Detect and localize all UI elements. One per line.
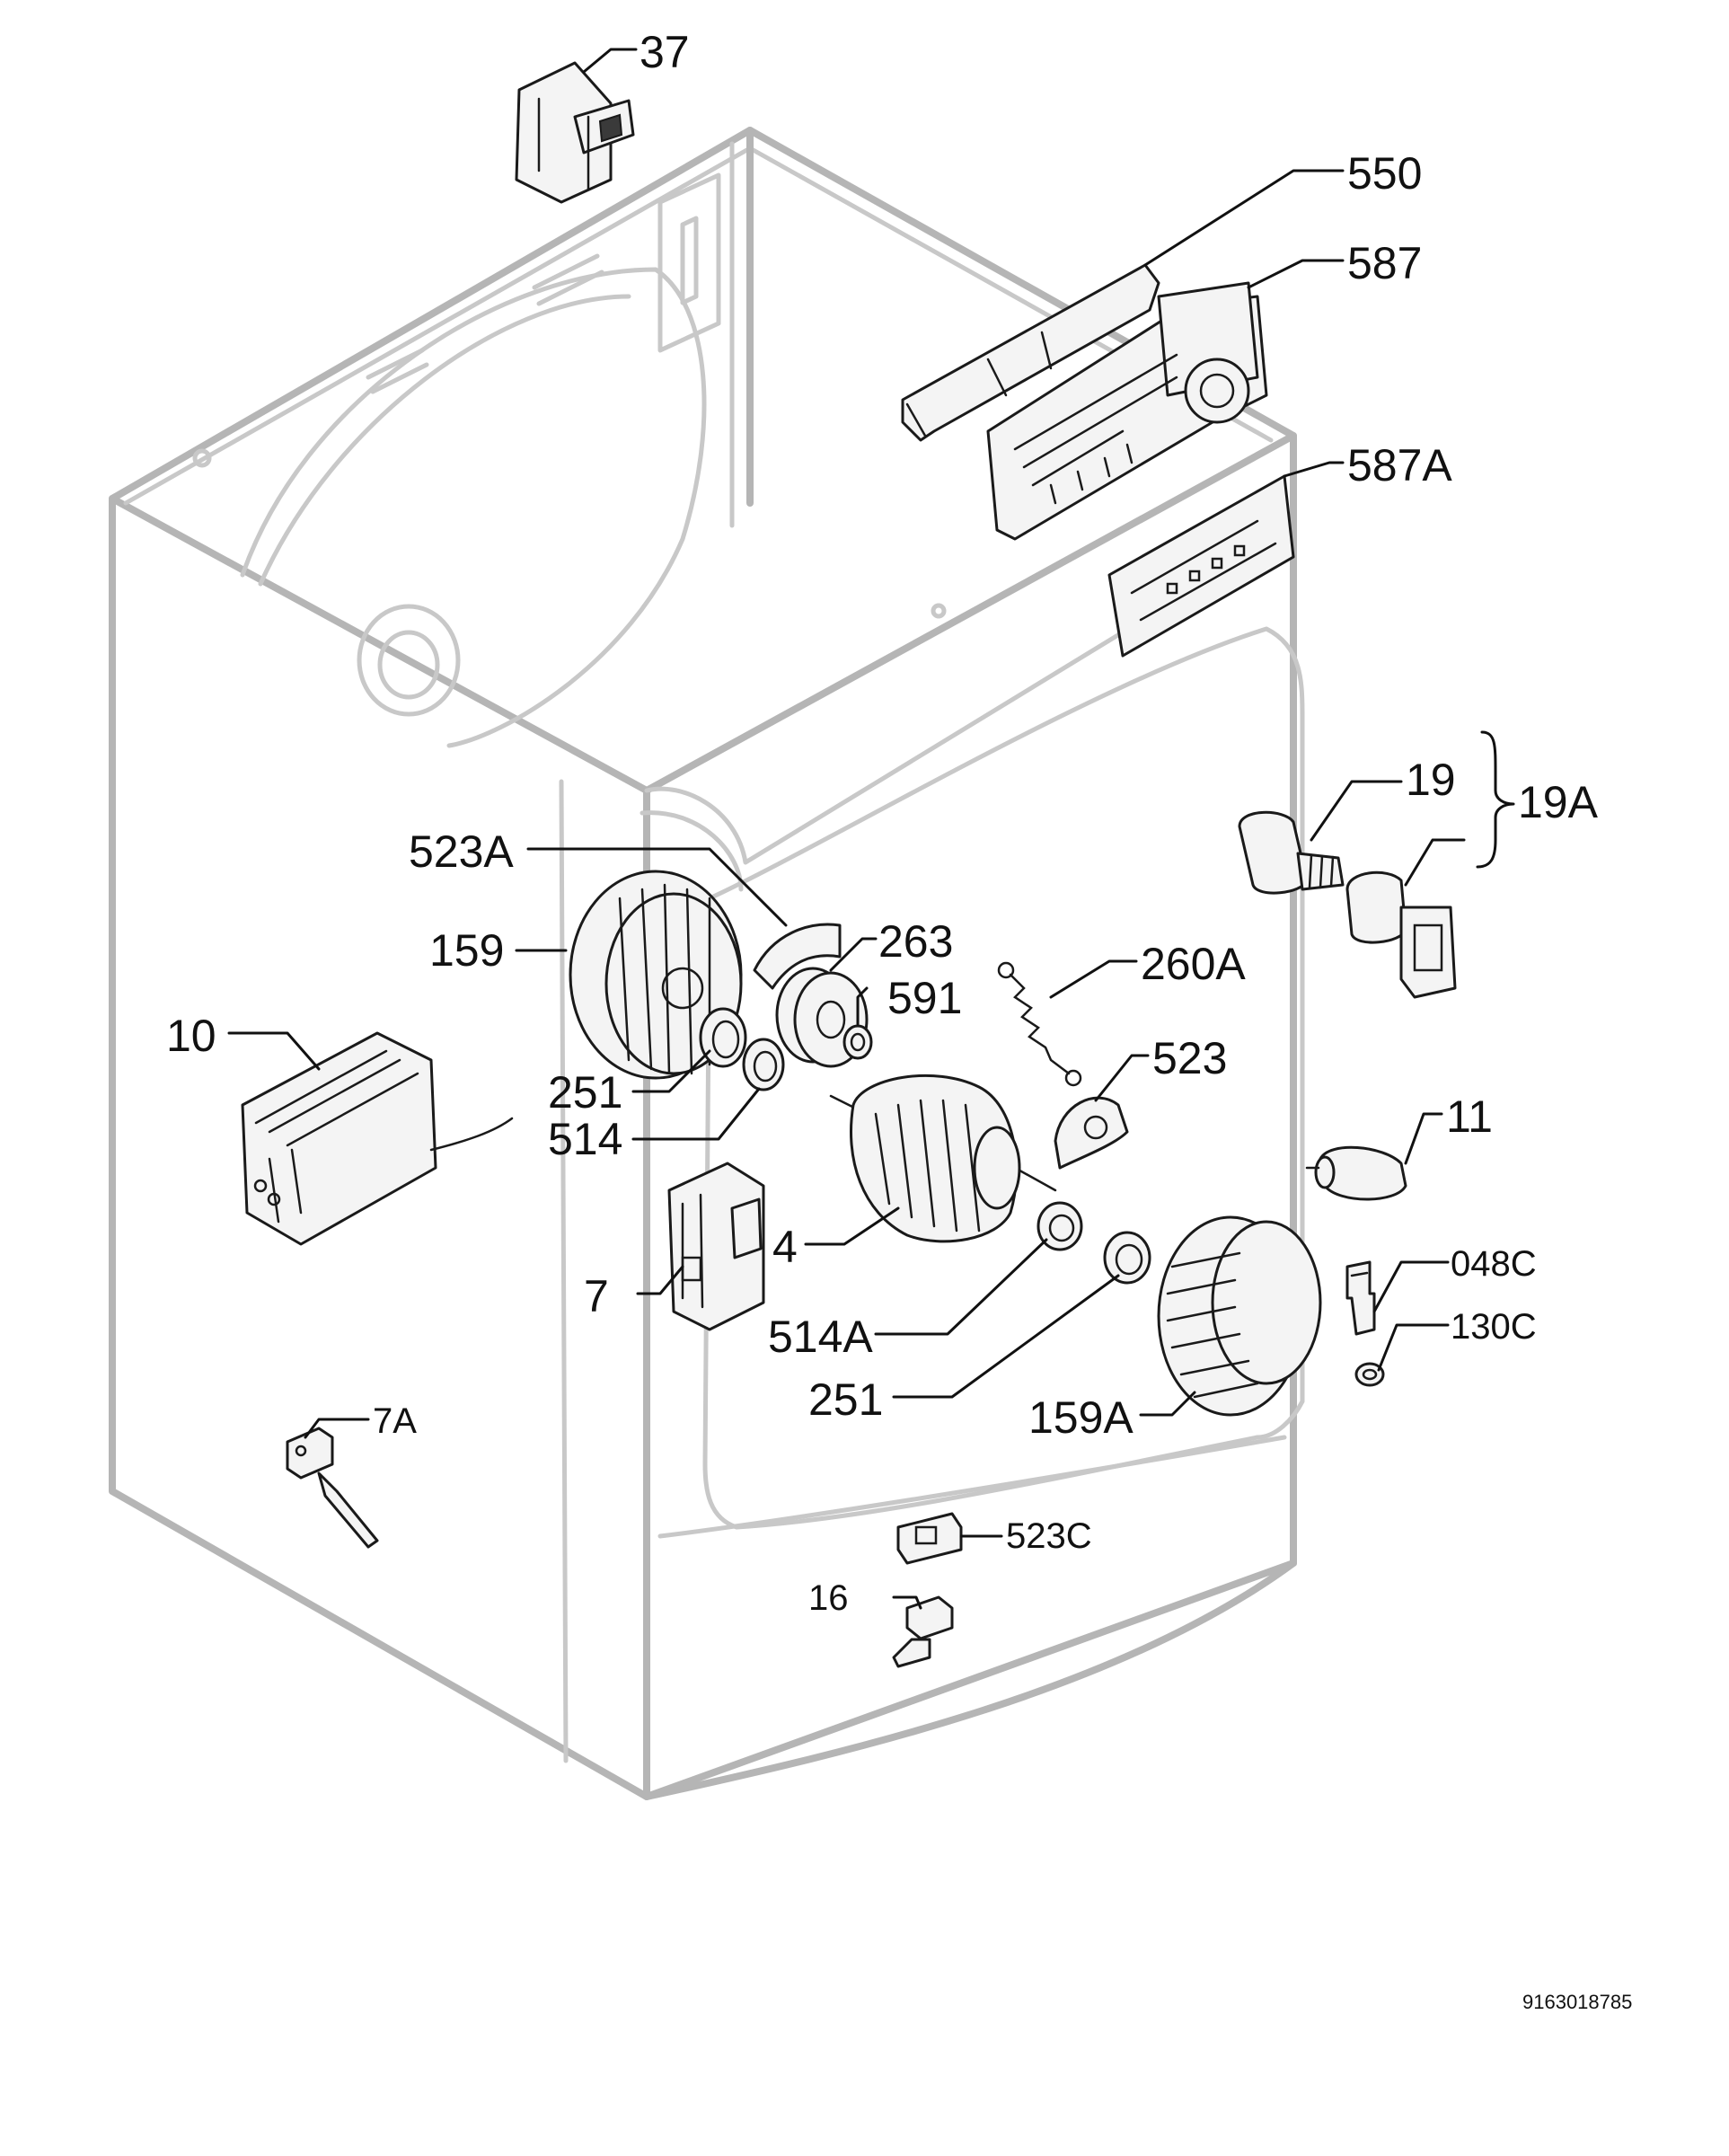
label-550: 550 [1347, 148, 1422, 199]
label-251-lower: 251 [808, 1374, 883, 1425]
label-251-upper: 251 [548, 1067, 622, 1118]
part-514-bearing[interactable] [742, 1038, 785, 1091]
part-523-bearing-shell[interactable] [1054, 1096, 1129, 1170]
part-7-door-lock[interactable] [667, 1162, 765, 1331]
label-4: 4 [772, 1222, 798, 1272]
part-048C-sensor[interactable] [1345, 1260, 1376, 1336]
part-550-cover[interactable] [901, 263, 1160, 442]
part-4-motor[interactable] [829, 1074, 1057, 1243]
label-523C: 523C [1006, 1516, 1092, 1556]
part-11-capacitor[interactable] [1305, 1145, 1407, 1201]
label-19: 19 [1406, 755, 1456, 805]
part-251-seal-upper[interactable] [699, 1007, 747, 1068]
label-130C: 130C [1451, 1307, 1537, 1347]
part-37-switch[interactable] [515, 61, 635, 204]
part-159-fan-wheel[interactable] [569, 870, 743, 1080]
label-16: 16 [808, 1578, 849, 1618]
label-587A: 587A [1347, 440, 1452, 490]
label-159: 159 [429, 925, 504, 976]
label-591: 591 [887, 973, 962, 1023]
part-130C-grommet[interactable] [1354, 1362, 1385, 1387]
part-16-switch[interactable] [892, 1595, 954, 1668]
label-7: 7 [584, 1271, 609, 1321]
reference-number: 9163018785 [1522, 1991, 1632, 2013]
label-514: 514 [548, 1114, 622, 1164]
part-514A-bearing[interactable] [1037, 1201, 1083, 1251]
part-7A-microswitch[interactable] [286, 1427, 379, 1549]
part-587A-board[interactable] [1107, 474, 1295, 658]
part-159A-blower-wheel[interactable] [1157, 1215, 1322, 1417]
label-159A: 159A [1028, 1392, 1134, 1443]
part-labels: 37 550 587 587A 19 19A 523A 159 263 591 … [166, 27, 1632, 2013]
label-048C: 048C [1451, 1244, 1537, 1284]
part-19A-bracket[interactable] [1345, 870, 1457, 999]
part-523A-bearing-shell[interactable] [753, 923, 842, 990]
label-514A: 514A [768, 1312, 873, 1362]
dryer-cabinet [109, 127, 1305, 1800]
label-10: 10 [166, 1011, 216, 1061]
label-37: 37 [640, 27, 690, 77]
part-587-module[interactable] [986, 281, 1268, 541]
part-10-heater[interactable] [241, 1031, 514, 1246]
part-260A-spring[interactable] [997, 961, 1082, 1087]
label-263: 263 [878, 916, 953, 967]
label-19A: 19A [1518, 777, 1599, 827]
part-591-washer[interactable] [842, 1024, 873, 1060]
label-523: 523 [1152, 1033, 1227, 1083]
label-523A: 523A [409, 826, 514, 877]
part-523C-bracket[interactable] [896, 1512, 963, 1565]
leader-lines [227, 48, 1515, 1610]
label-11: 11 [1446, 1091, 1493, 1142]
label-260A: 260A [1141, 939, 1246, 989]
part-251-seal-lower[interactable] [1103, 1231, 1151, 1285]
label-587: 587 [1347, 238, 1422, 288]
label-7A: 7A [373, 1401, 417, 1441]
part-19-sensor[interactable] [1238, 810, 1345, 895]
